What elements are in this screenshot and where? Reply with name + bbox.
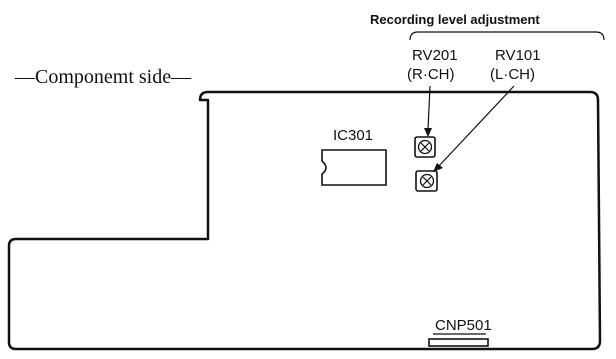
rv201-leader-arrow — [424, 85, 432, 137]
ic301-chip — [321, 149, 387, 186]
rv201-trimmer — [414, 136, 436, 158]
pcb-board-outline — [7, 90, 602, 351]
rv101-label: RV101 — [495, 47, 541, 64]
rv201-label: RV201 — [412, 47, 458, 64]
title-bracket — [409, 31, 605, 41]
rv101-leader-arrow — [433, 85, 515, 172]
rv101-channel-label: (L·CH) — [490, 66, 535, 83]
component-side-label: —Componemt side— — [14, 66, 192, 88]
cnp501-connector — [428, 338, 489, 347]
cnp501-label: CNP501 — [435, 317, 492, 334]
recording-level-adjustment-title: Recording level adjustment — [370, 12, 540, 27]
rv101-trimmer — [415, 170, 438, 192]
rv201-channel-label: (R·CH) — [407, 66, 454, 83]
ic301-label: IC301 — [333, 127, 373, 144]
